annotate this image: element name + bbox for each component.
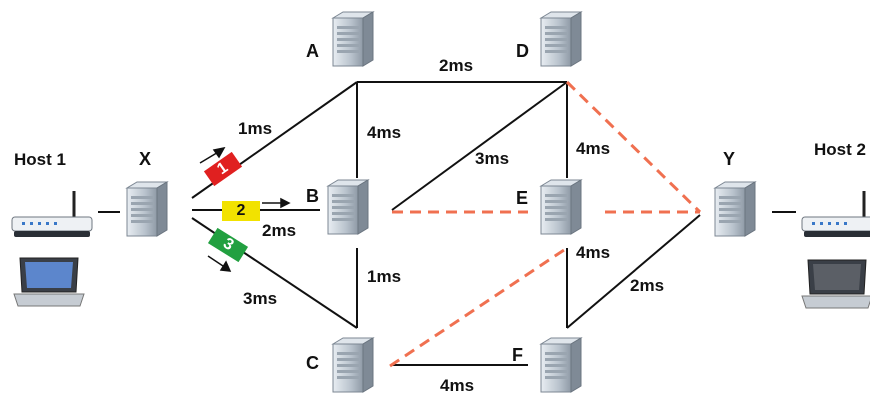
- node-label-f: F: [512, 345, 523, 365]
- host2-label: Host 2: [814, 140, 866, 159]
- delay-x-b: 2ms: [262, 221, 297, 240]
- router-host2-icon: [800, 189, 870, 239]
- server-f-icon[interactable]: [540, 337, 582, 393]
- delay-b-d: 3ms: [475, 149, 510, 168]
- node-label-b: B: [306, 186, 319, 206]
- delay-e-f: 4ms: [576, 243, 611, 262]
- node-label-y: Y: [723, 149, 736, 169]
- router-host1-icon: [10, 189, 94, 239]
- server-c-icon[interactable]: [332, 337, 374, 393]
- delay-a-d: 2ms: [439, 56, 474, 75]
- delay-b-c: 1ms: [367, 267, 402, 286]
- host1-label: Host 1: [14, 150, 66, 169]
- node-label-a: A: [306, 41, 319, 61]
- node-label-x: X: [139, 149, 152, 169]
- laptop-host1-icon: [13, 257, 85, 307]
- path-tag-3-label: 3: [219, 235, 237, 255]
- path-tag-2-label: 2: [236, 202, 246, 219]
- link-b-d: [391, 81, 568, 211]
- delay-a-b: 4ms: [367, 123, 402, 142]
- laptop-host2-icon: [801, 259, 870, 309]
- delay-f-y: 2ms: [630, 276, 665, 295]
- server-a-icon[interactable]: [332, 11, 374, 67]
- server-b-icon[interactable]: [327, 179, 369, 235]
- server-e-icon[interactable]: [540, 179, 582, 235]
- delay-c-f: 4ms: [440, 376, 475, 395]
- delay-d-e: 4ms: [576, 139, 611, 158]
- node-label-e: E: [516, 188, 529, 208]
- node-label-c: C: [306, 353, 319, 373]
- server-y-icon[interactable]: [714, 181, 756, 237]
- dashed-link-c-e: [389, 246, 568, 368]
- server-d-icon[interactable]: [540, 11, 582, 67]
- node-label-d: D: [516, 41, 529, 61]
- delay-x-a: 1ms: [238, 119, 273, 138]
- server-x-icon[interactable]: [126, 181, 168, 237]
- path-tag-1-label: 1: [214, 159, 232, 179]
- arrow-path-3-head: [219, 260, 232, 272]
- arrow-path-1-head: [212, 146, 226, 159]
- dashed-link-d-y: [565, 80, 702, 214]
- arrow-path-2-head: [280, 197, 291, 209]
- path-tag-2: 2: [222, 201, 260, 221]
- link-f-y: [566, 214, 701, 329]
- delay-x-c: 3ms: [243, 289, 278, 308]
